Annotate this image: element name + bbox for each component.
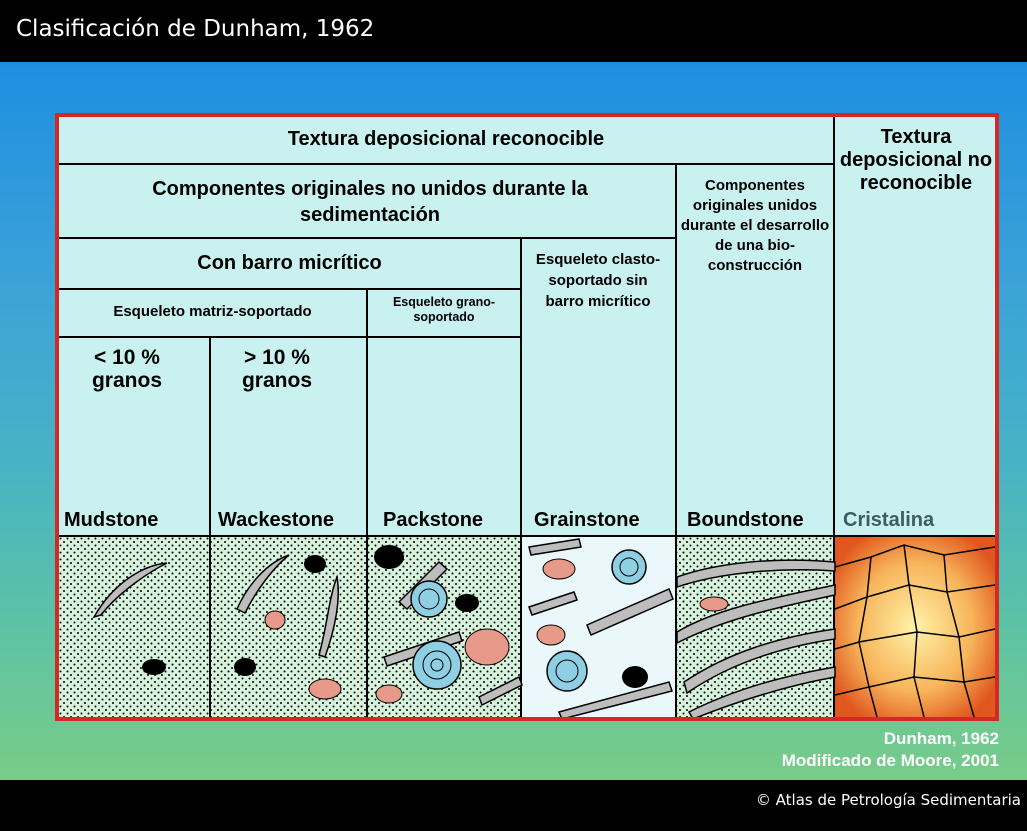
copyright-text: © Atlas de Petrología Sedimentaria: [755, 791, 1021, 809]
name-wackestone: Wackestone: [218, 509, 334, 531]
line-h3: [59, 288, 521, 290]
line-v6: [833, 117, 835, 717]
header-matrix-supported: Esqueleto matriz-soportado: [113, 303, 312, 320]
line-v2: [209, 336, 211, 717]
name-mudstone: Mudstone: [64, 509, 159, 531]
name-grainstone: Grainstone: [534, 509, 640, 531]
name-packstone: Packstone: [383, 509, 484, 531]
line-h5: [59, 535, 995, 537]
line-v4: [520, 237, 522, 717]
line-v5: [675, 163, 677, 717]
header-not-recognizable: Textura deposicional no reconocible: [839, 126, 993, 194]
texture-illustrations: [59, 537, 995, 717]
header-not-bound: Componentes originales no unidos durante…: [152, 178, 588, 226]
header-with-mud: Con barro micrítico: [197, 252, 382, 274]
label-more-10-percent: > 10 % granos: [241, 346, 312, 392]
line-v3: [366, 288, 368, 717]
page-title: Clasificación de Dunham, 1962: [16, 16, 375, 42]
credit-moore: Modificado de Moore, 2001: [781, 751, 999, 770]
label-less-10-percent: < 10 % granos: [91, 346, 162, 392]
header-recognizable: Textura deposicional reconocible: [287, 128, 605, 150]
line-h4: [59, 336, 521, 338]
line-h2: [59, 237, 676, 239]
name-boundstone: Boundstone: [687, 509, 804, 531]
line-h1: [59, 163, 835, 165]
header-grain-supported: Esqueleto grano-soportado: [392, 295, 496, 324]
credit-dunham: Dunham, 1962: [883, 729, 999, 748]
name-cristalina: Cristalina: [843, 509, 935, 531]
header-bound: Componentes originales unidos durante el…: [680, 177, 830, 274]
footer-bar: © Atlas de Petrología Sedimentaria: [0, 780, 1027, 831]
title-bar: Clasificación de Dunham, 1962: [0, 0, 1027, 62]
header-grain-supported-no-mud: Esqueleto clasto-soportado sin barro mic…: [535, 251, 661, 310]
